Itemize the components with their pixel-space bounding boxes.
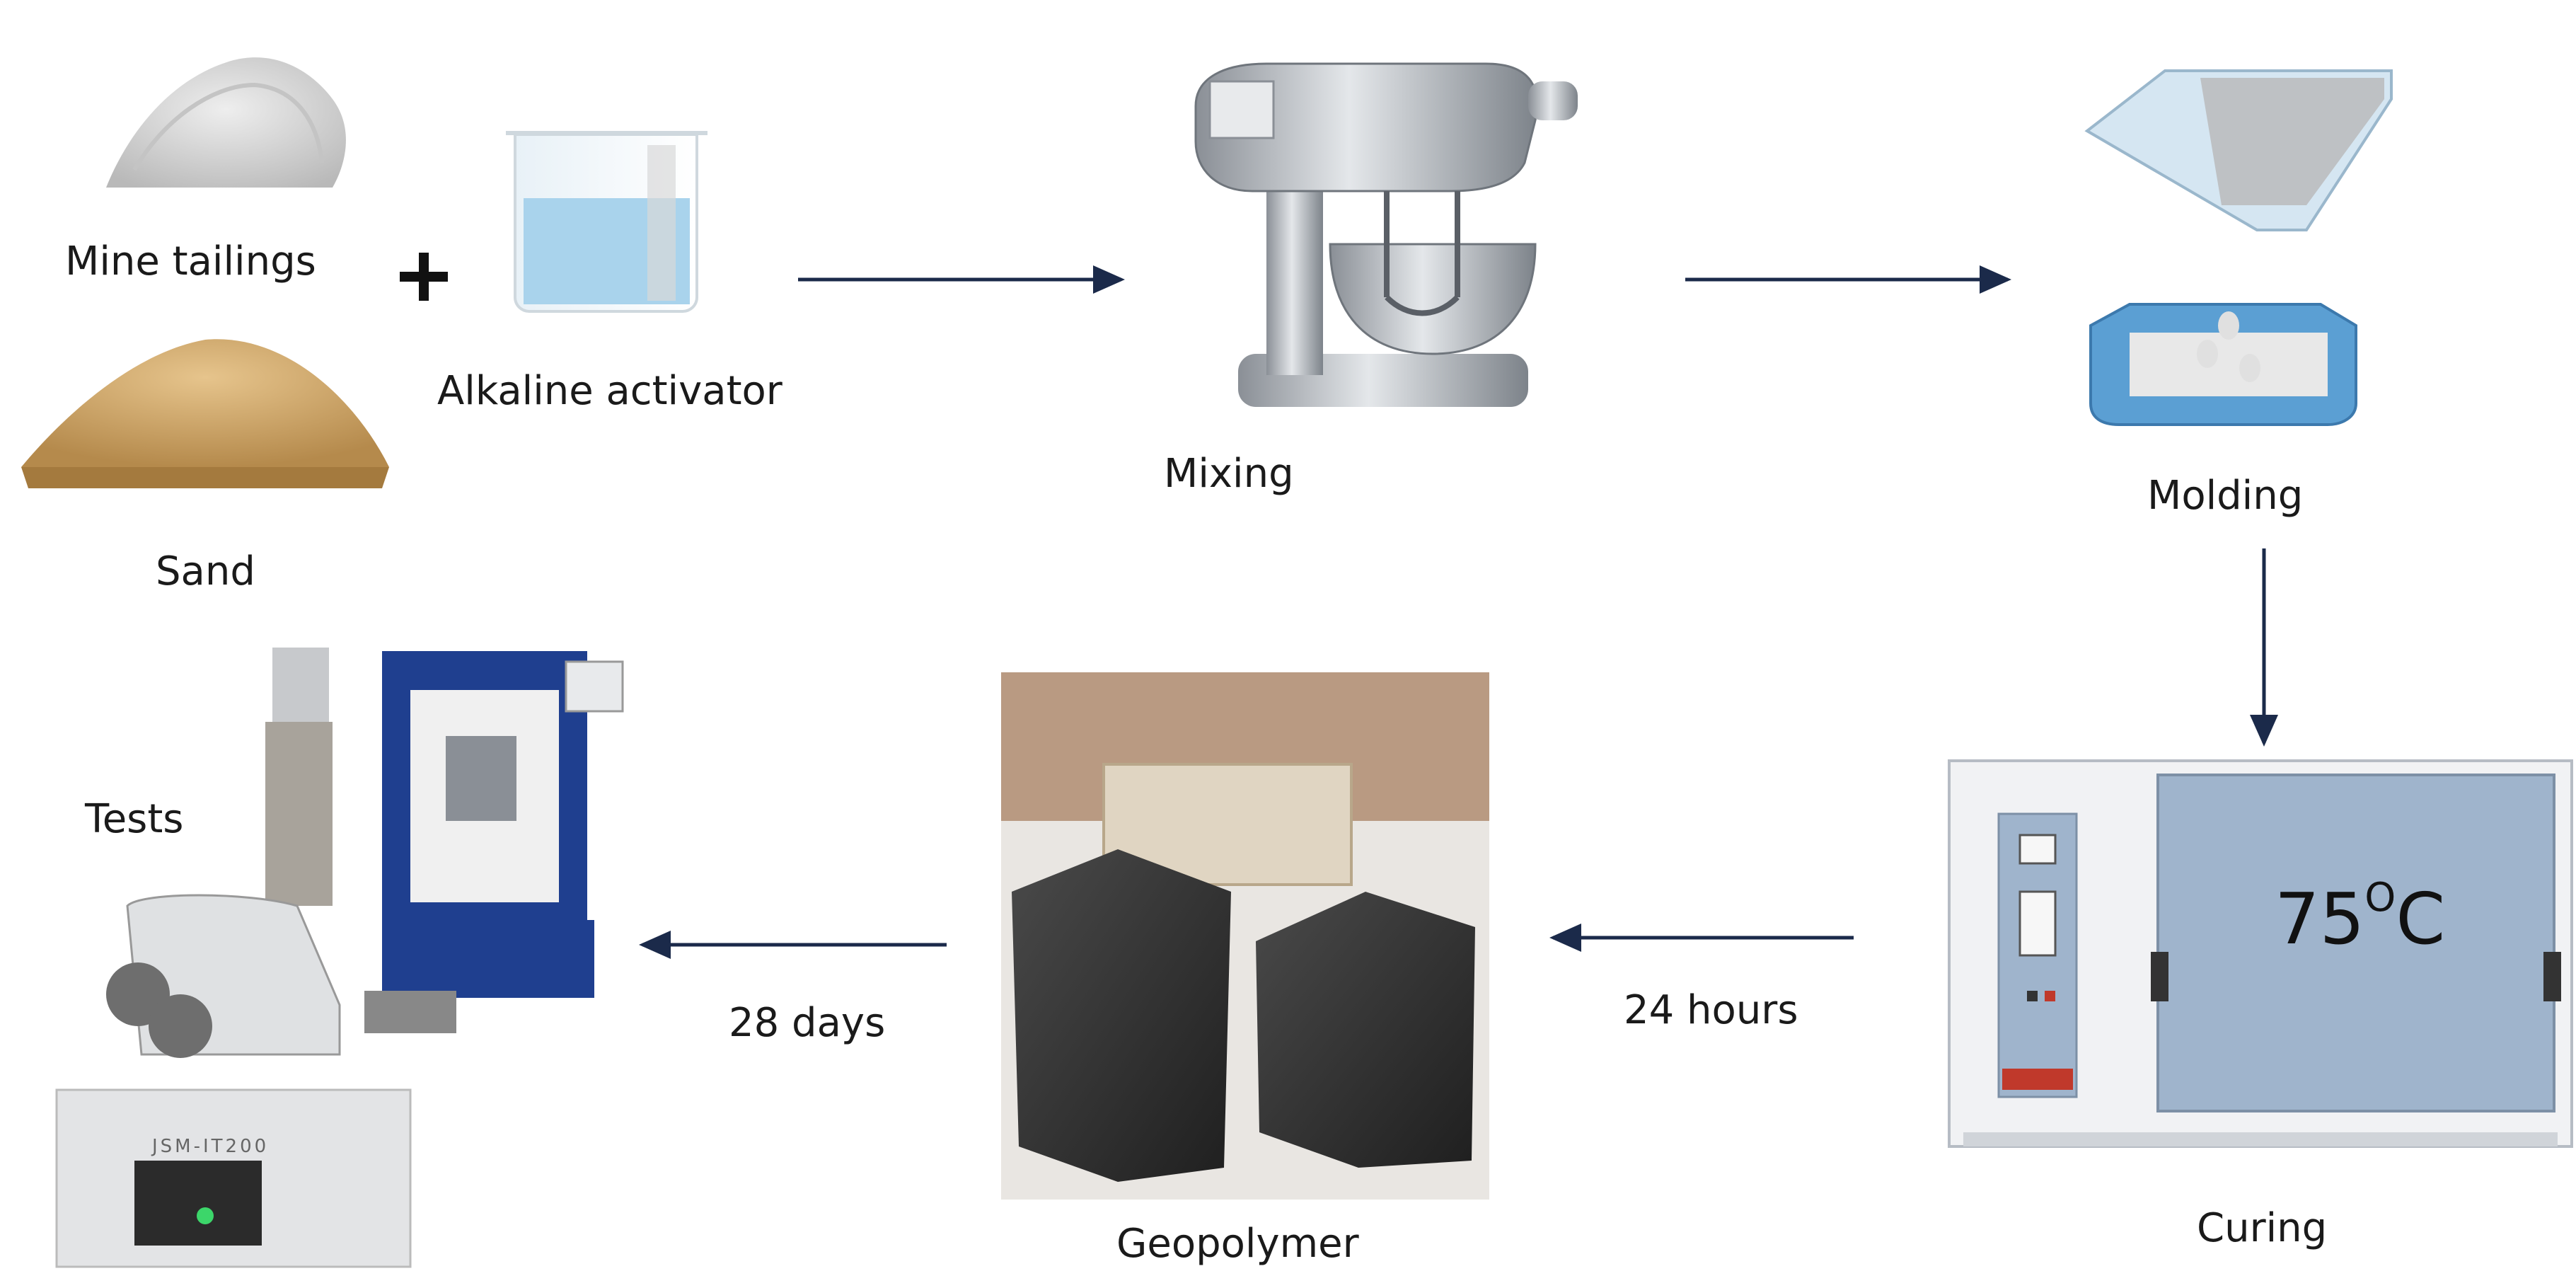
label-sand: Sand <box>156 548 255 594</box>
mold-tray-icon <box>2084 69 2393 231</box>
stand-mixer-icon <box>1194 62 1578 407</box>
temperature-unit: C <box>2396 878 2446 960</box>
label-mixing: Mixing <box>1164 451 1294 497</box>
label-molding: Molding <box>2147 473 2304 519</box>
beaker-icon <box>506 131 707 313</box>
mine-tailings-pile <box>106 57 346 188</box>
curing-oven-icon <box>1948 759 2573 1148</box>
label-28-days: 28 days <box>729 1000 886 1046</box>
temperature-value: 75 <box>2275 878 2365 960</box>
label-mine-tailings: Mine tailings <box>65 238 316 284</box>
mold-box-icon <box>2089 303 2357 426</box>
test-instruments-icon <box>55 648 624 1268</box>
instrument-model-label: JSM-IT200 <box>152 1136 270 1157</box>
label-alkaline-activator: Alkaline activator <box>437 368 782 414</box>
sand-pile <box>21 339 389 488</box>
label-geopolymer: Geopolymer <box>1116 1221 1359 1267</box>
label-24-hours: 24 hours <box>1624 987 1798 1033</box>
oven-temperature: 75OC <box>2275 875 2446 960</box>
geopolymer-photo <box>1001 672 1489 1200</box>
label-tests: Tests <box>85 796 184 842</box>
plus-icon <box>400 253 448 301</box>
temperature-degree: O <box>2364 875 2396 921</box>
label-curing: Curing <box>2197 1205 2328 1251</box>
